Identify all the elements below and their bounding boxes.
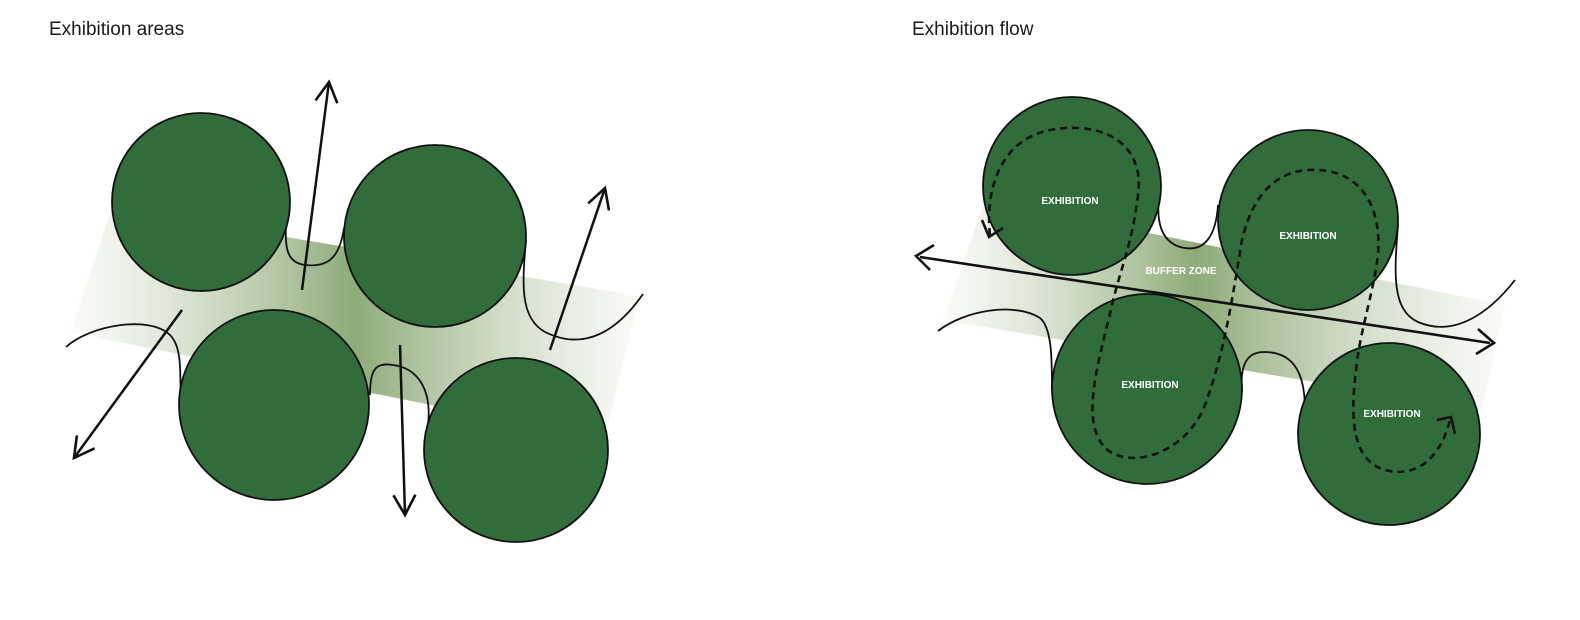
right-diagram: EXHIBITION EXHIBITION EXHIBITION EXHIBIT… <box>913 96 1516 526</box>
boundary-line-right-3 <box>1240 351 1306 411</box>
exhibition-area-circle-3 <box>178 309 370 501</box>
label-exhibition-3: EXHIBITION <box>1121 380 1178 391</box>
boundary-line-left-4 <box>522 239 644 341</box>
title-exhibition-areas: Exhibition areas <box>49 19 185 40</box>
main-axis-arrowhead-left <box>913 243 935 271</box>
title-exhibition-flow: Exhibition flow <box>912 19 1034 40</box>
exhibition-circle-2 <box>1217 129 1399 311</box>
boundary-line-left-1 <box>65 323 183 406</box>
exhibition-circle-1 <box>982 96 1162 276</box>
exhibition-area-circle-1 <box>111 112 291 292</box>
label-exhibition-1: EXHIBITION <box>1041 196 1098 207</box>
exhibition-circle-3 <box>1051 293 1243 485</box>
exhibition-circle-4 <box>1297 342 1481 526</box>
label-buffer-zone: BUFFER ZONE <box>1145 266 1216 277</box>
arrow-down-left-panel <box>72 309 184 461</box>
label-exhibition-2: EXHIBITION <box>1279 231 1336 242</box>
main-axis-arrow <box>919 255 1491 345</box>
left-diagram <box>65 79 644 543</box>
flow-path-dashed <box>987 126 1452 474</box>
boundary-line-right-1 <box>937 308 1053 391</box>
arrow-up-left-panel-1 <box>300 79 339 291</box>
exhibition-area-circle-2 <box>343 144 527 328</box>
arrow-up-right-panel <box>548 185 611 351</box>
flow-start-arrowhead <box>980 219 1004 239</box>
boundary-line-left-3 <box>369 363 430 426</box>
main-axis-arrowhead-right <box>1475 328 1497 356</box>
arrow-down-center-panel <box>392 344 417 518</box>
boundary-line-right-2 <box>1157 189 1219 250</box>
exhibition-area-circle-4 <box>423 357 609 543</box>
label-exhibition-4: EXHIBITION <box>1363 409 1420 420</box>
flow-end-arrowhead <box>1436 415 1457 435</box>
boundary-line-right-4 <box>1394 224 1516 328</box>
